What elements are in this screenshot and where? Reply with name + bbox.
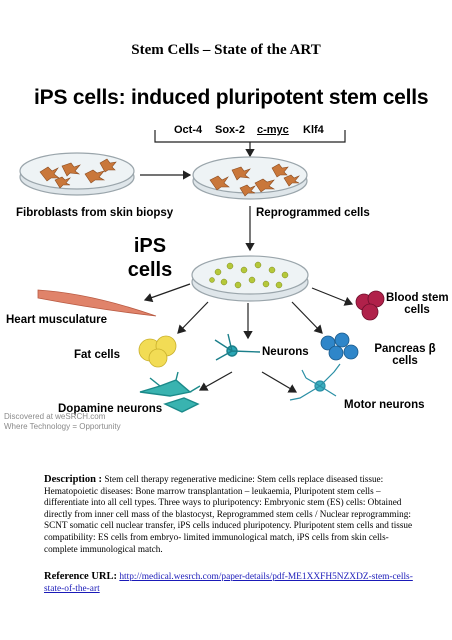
ips-cells-label: iPS cells — [120, 234, 180, 282]
reference-label: Reference URL — [44, 571, 114, 582]
ips-cells-figure: iPS cells: induced pluripotent stem cell… — [4, 86, 449, 432]
label-fat: Fat cells — [74, 349, 121, 361]
fibroblast-dish — [19, 152, 135, 196]
label-blood: Blood stem cells — [386, 292, 449, 316]
heart-muscle-cell — [37, 289, 157, 317]
reference-link[interactable]: http://medical.wesrch.com/paper-details/… — [44, 572, 413, 594]
description-label: Description : — [44, 474, 103, 485]
label-heart: Heart musculature — [6, 314, 107, 326]
arrow-to-heart — [143, 283, 191, 303]
neuron-cell — [214, 333, 261, 361]
reference-block: Reference URL: http://medical.wesrch.com… — [44, 571, 413, 594]
motor-neuron-cell — [289, 363, 341, 401]
arrow-to-fat — [177, 301, 209, 334]
blood-cells — [355, 290, 385, 321]
label-blood-line1: Blood stem — [386, 292, 449, 304]
watermark-line2: Where Technology = Opportunity — [4, 422, 121, 431]
arrow-to-pancreas — [291, 301, 323, 334]
ips-label-line1: iPS — [133, 235, 167, 257]
arrow-to-dopamine — [198, 371, 233, 391]
label-motor: Motor neurons — [344, 399, 425, 411]
watermark-line1: Discovered at weSRCH.com — [4, 412, 106, 421]
reprogrammed-dish — [192, 156, 308, 200]
factor-sox2: Sox-2 — [215, 124, 245, 136]
factor-cmyc: c-myc — [257, 124, 289, 136]
label-blood-line2: cells — [404, 304, 430, 316]
dopamine-neuron-cells — [139, 371, 201, 413]
figure-artwork — [19, 130, 385, 413]
label-pancreas-line1: Pancreas β — [374, 343, 436, 355]
pancreas-cells — [320, 332, 359, 361]
figure-title: iPS cells: induced pluripotent stem cell… — [34, 86, 429, 109]
factor-klf4: Klf4 — [303, 124, 324, 136]
page-title: Stem Cells – State of the ART — [131, 42, 321, 58]
label-neurons: Neurons — [262, 346, 309, 358]
factor-oct4: Oct-4 — [174, 124, 203, 136]
arrow-to-blood — [311, 287, 354, 306]
ips-dish — [191, 255, 309, 302]
label-pancreas: Pancreas β cells — [370, 343, 440, 367]
ips-label-line2: cells — [127, 259, 173, 281]
label-reprogrammed: Reprogrammed cells — [256, 207, 370, 219]
label-fibroblasts: Fibroblasts from skin biopsy — [16, 207, 174, 219]
description-block: Description : Stem cell therapy regenera… — [44, 474, 414, 555]
watermark: Discovered at weSRCH.com Where Technolog… — [4, 412, 121, 432]
description-text: Stem cell therapy regenerative medicine:… — [44, 474, 413, 554]
label-dopamine: Dopamine neurons — [58, 403, 163, 415]
arrow-to-motor — [261, 371, 298, 393]
fat-cells — [138, 335, 177, 368]
label-pancreas-line2: cells — [392, 355, 418, 367]
